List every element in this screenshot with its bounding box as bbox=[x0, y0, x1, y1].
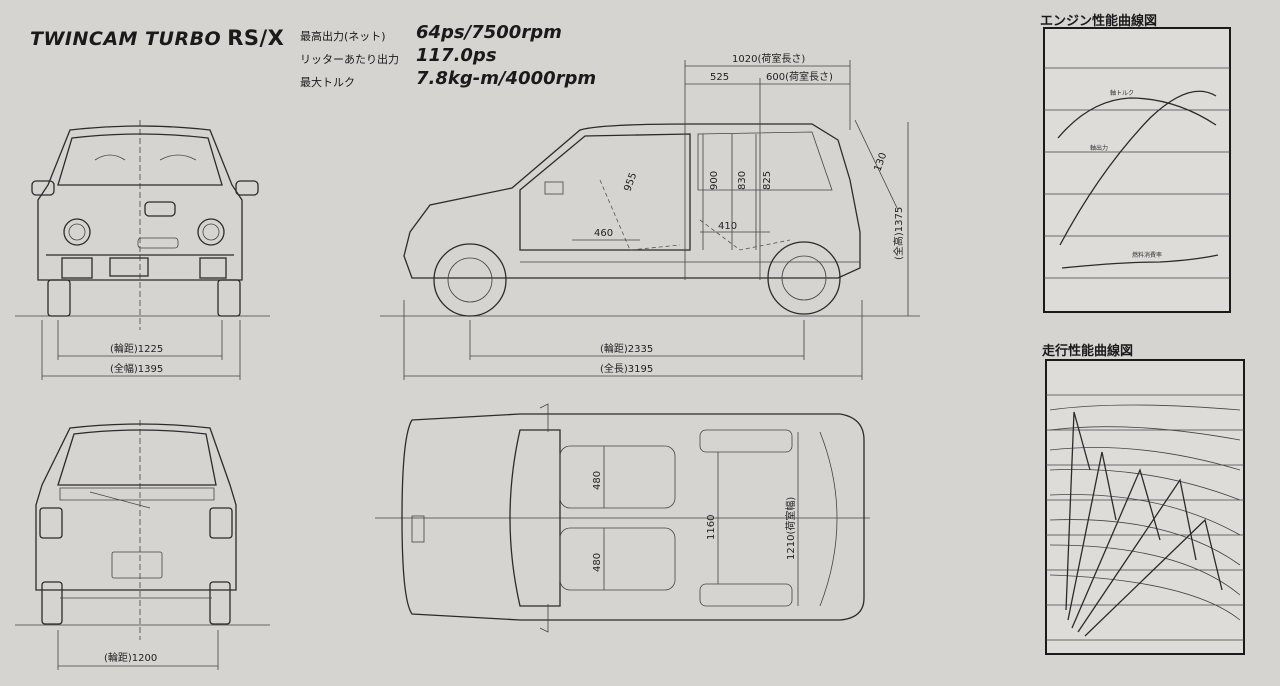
engine-performance-graph: 軸トルク 軸出力 燃料消費率 bbox=[1043, 27, 1231, 313]
cargo-length-600-label: 600(荷室長さ) bbox=[766, 70, 833, 83]
side-view: (輪距)2335 (全長)3195 (全高)1375 1020(荷室長さ) 52… bbox=[380, 52, 920, 380]
dim-480a-label: 480 bbox=[592, 471, 603, 490]
running-graph-title: 走行性能曲線図 bbox=[1042, 344, 1134, 359]
dim-525-label: 525 bbox=[710, 72, 729, 83]
front-track-label: (輪距)1225 bbox=[110, 342, 163, 355]
dim-480b-label: 480 bbox=[592, 553, 603, 572]
cargo-width-label: 1210(荷室幅) bbox=[784, 497, 797, 560]
dim-900-label: 900 bbox=[709, 171, 720, 190]
overall-length-label: (全長)3195 bbox=[600, 362, 653, 375]
spec-label: リッターあたり出力 bbox=[300, 53, 399, 66]
dim-825-label: 825 bbox=[762, 171, 773, 190]
spec-value: 7.8kg-m/4000rpm bbox=[416, 68, 597, 89]
front-view: (輪距)1225 (全幅)1395 bbox=[15, 120, 270, 380]
spec-value: 64ps/7500rpm bbox=[416, 22, 562, 43]
top-view: 480 480 1160 1210(荷室幅) bbox=[375, 403, 870, 633]
title-text: TWINCAM TURBO bbox=[30, 28, 222, 50]
model-badge: RS/X bbox=[227, 26, 285, 50]
power-curve-label: 軸出力 bbox=[1090, 144, 1108, 152]
engine-graph-title: エンジン性能曲線図 bbox=[1040, 14, 1158, 29]
wheelbase-label: (輪距)2335 bbox=[600, 342, 653, 355]
fuel-curve-label: 燃料消費率 bbox=[1132, 251, 1162, 259]
running-performance-graph bbox=[1045, 359, 1245, 655]
overall-width-label: (全幅)1395 bbox=[110, 362, 163, 375]
rear-view: (輪距)1200 bbox=[15, 420, 270, 670]
overall-height-label: (全高)1375 bbox=[892, 207, 905, 260]
dim-1160-label: 1160 bbox=[706, 515, 717, 540]
torque-curve-label: 軸トルク bbox=[1110, 89, 1134, 97]
spec-label: 最大トルク bbox=[300, 76, 355, 89]
spec-value: 117.0ps bbox=[416, 45, 497, 66]
rear-track-label: (輪距)1200 bbox=[104, 651, 157, 664]
dim-130-label: 130 bbox=[872, 151, 889, 173]
cargo-length-1020-label: 1020(荷室長さ) bbox=[732, 52, 805, 65]
dim-955-label: 955 bbox=[622, 171, 639, 193]
dim-830-label: 830 bbox=[737, 171, 748, 190]
dim-410-label: 410 bbox=[718, 221, 737, 232]
spec-label: 最高出力(ネット) bbox=[300, 30, 386, 43]
dim-460-label: 460 bbox=[594, 228, 613, 239]
